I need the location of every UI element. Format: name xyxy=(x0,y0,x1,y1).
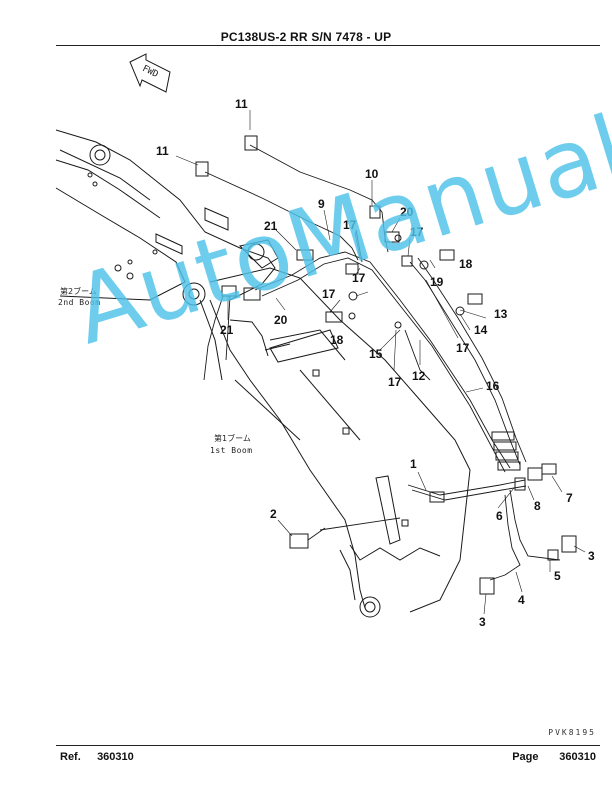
callout-5: 5 xyxy=(554,569,561,583)
footer-rule xyxy=(56,745,600,746)
callout-6: 6 xyxy=(496,509,503,523)
page-label: Page xyxy=(512,751,539,763)
callout-9: 9 xyxy=(318,197,325,211)
callout-18a: 18 xyxy=(459,257,473,271)
callout-17f: 17 xyxy=(388,375,402,389)
page-value: 360310 xyxy=(559,751,596,763)
callout-18b: 18 xyxy=(330,333,344,347)
callout-13: 13 xyxy=(494,307,508,321)
callout-11b: 11 xyxy=(156,144,169,158)
callout-10: 10 xyxy=(365,167,379,181)
callout-20b: 20 xyxy=(274,313,288,327)
ref-value: 360310 xyxy=(97,751,134,763)
callout-16: 16 xyxy=(486,379,500,393)
callout-17b: 17 xyxy=(410,225,424,239)
callout-8: 8 xyxy=(534,499,541,513)
callout-15: 15 xyxy=(369,347,383,361)
callout-1: 1 xyxy=(410,457,417,471)
callout-21a: 21 xyxy=(264,219,278,233)
leader-lines xyxy=(175,110,586,615)
page-title: PC138US-2 RR S/N 7478 - UP xyxy=(220,30,392,44)
footer-ref: Ref. 360310 xyxy=(60,751,134,763)
boom1-label-en: 1st Boom xyxy=(210,446,253,455)
fwd-arrow-icon xyxy=(129,53,171,93)
callout-7: 7 xyxy=(566,491,573,505)
footer-page: Page 360310 xyxy=(512,751,596,763)
callout-3a: 3 xyxy=(588,549,595,563)
second-boom-illustration xyxy=(55,129,279,306)
callout-20a: 20 xyxy=(400,205,414,219)
callout-17e: 17 xyxy=(456,341,470,355)
callout-11a: 11 xyxy=(235,97,248,111)
callout-2: 2 xyxy=(270,507,277,521)
callout-4: 4 xyxy=(518,593,525,607)
boom2-label-en: 2nd Boom xyxy=(58,298,101,307)
callout-3b: 3 xyxy=(479,615,486,629)
callout-17c: 17 xyxy=(352,271,366,285)
callout-21b: 21 xyxy=(220,323,234,337)
callout-12: 12 xyxy=(412,369,426,383)
callout-17d: 17 xyxy=(322,287,336,301)
callout-19a: 19 xyxy=(430,275,444,289)
first-boom-illustration xyxy=(199,267,471,618)
fittings xyxy=(195,135,577,595)
boom1-label-jp: 第1ブーム xyxy=(214,433,251,443)
drawing-code: PVK8195 xyxy=(548,728,596,737)
callout-17a: 17 xyxy=(343,218,357,232)
boom2-label-jp: 第2ブーム xyxy=(60,286,97,296)
header-rule xyxy=(56,45,600,46)
ref-label: Ref. xyxy=(60,751,81,763)
callout-14: 14 xyxy=(474,323,488,337)
